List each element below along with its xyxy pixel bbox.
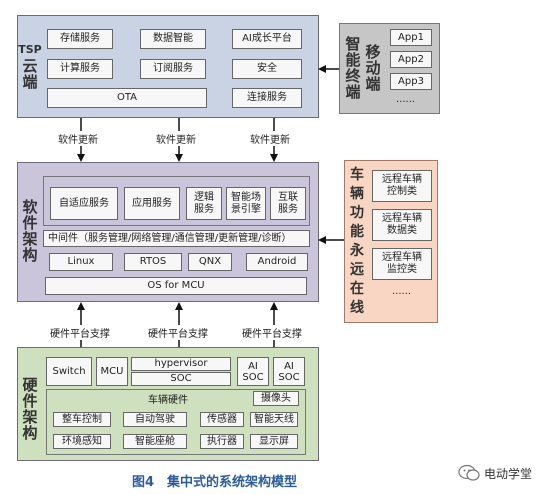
os-for-mcu: OS for MCU <box>45 277 307 295</box>
software-update-label-1: 软件更新 <box>58 131 98 146</box>
mobile-label-line: 端 <box>365 75 381 93</box>
hw-ai-soc-2: AI SOC <box>273 357 305 386</box>
terminal-app-2: App2 <box>390 51 432 68</box>
hardware-label-line: 件 <box>22 392 38 410</box>
hardware-support-label-1: 硬件平台支撑 <box>50 325 110 340</box>
hw-switch: Switch <box>46 357 92 386</box>
terminal-app-1: App1 <box>390 29 432 46</box>
software-services-frame <box>43 176 310 226</box>
hw-autonomous-driving: 自动驾驶 <box>123 412 187 427</box>
tsp-label-line: 云 <box>22 57 38 75</box>
service-scene-text: 智能场 景引擎 <box>231 191 261 215</box>
terminal-app-more: ...... <box>396 94 416 105</box>
vehicle-item-text: 远程车辆 数据类 <box>382 213 422 236</box>
hw-ai-soc-text: AI SOC <box>278 360 300 383</box>
tsp-label-line: 端 <box>22 73 38 91</box>
hardware-support-label-3: 硬件平台支撑 <box>242 325 302 340</box>
hw-mcu: MCU <box>96 357 128 386</box>
hw-actuator: 执行器 <box>200 434 244 449</box>
hw-camera: 摄像头 <box>253 391 299 406</box>
terminal-label-line: 终 <box>345 67 361 85</box>
tsp-box-security: 安全 <box>232 59 302 79</box>
mobile-label: 移 动 端 <box>364 42 382 94</box>
service-scene-engine: 智能场 景引擎 <box>226 187 266 220</box>
vehicle-hardware-frame <box>46 389 306 455</box>
os-qnx: QNX <box>188 253 232 271</box>
os-linux: Linux <box>49 253 113 271</box>
middleware-bar: 中间件（服务管理/网络管理/通信管理/更新管理/诊断） <box>43 230 310 247</box>
os-android: Android <box>246 253 308 271</box>
terminal-label: 智 能 终 端 <box>344 36 362 100</box>
vehicle-label-line: 永 <box>350 243 364 259</box>
mobile-label-line: 动 <box>365 59 381 77</box>
vehicle-label-line: 功 <box>350 205 364 221</box>
vehicle-label-line: 在 <box>350 281 364 297</box>
watermark-text: 电动学堂 <box>484 467 533 481</box>
tsp-box-ota: OTA <box>47 88 207 108</box>
os-rtos: RTOS <box>124 253 182 271</box>
terminal-app-3: App3 <box>390 73 432 90</box>
software-label-line: 架 <box>22 230 38 248</box>
hardware-label-line: 硬 <box>22 376 38 394</box>
vehicle-label-line: 能 <box>350 224 364 240</box>
software-label-line: 构 <box>22 246 38 264</box>
terminal-label-line: 能 <box>345 51 361 69</box>
vehicle-online-label: 车 辆 功 能 永 远 在 线 <box>347 164 367 320</box>
terminal-label-line: 端 <box>345 83 361 101</box>
hw-environment-perception: 环境感知 <box>53 434 111 449</box>
terminal-label-line: 智 <box>345 35 361 53</box>
wechat-logo-icon <box>458 464 480 482</box>
service-adaptive: 自适应服务 <box>50 187 118 220</box>
tsp-box-storage: 存储服务 <box>47 29 113 49</box>
service-logic-text: 逻辑 服务 <box>194 191 214 215</box>
vehicle-item-monitor: 远程车辆 监控类 <box>372 248 432 280</box>
hw-soc: SOC <box>131 372 231 386</box>
tsp-box-data-intelligence: 数据智能 <box>140 29 206 49</box>
hw-smart-cockpit: 智能座舱 <box>123 434 187 449</box>
tsp-label-line: TSP <box>18 43 42 56</box>
vehicle-item-text: 远程车辆 监控类 <box>382 252 422 275</box>
software-label-line: 软 <box>22 198 38 216</box>
hardware-label-line: 架 <box>22 408 38 426</box>
vehicle-label-line: 线 <box>350 300 364 316</box>
service-connect-text: 互联 服务 <box>278 191 298 215</box>
hardware-label-line: 构 <box>22 424 38 442</box>
tsp-box-connection: 连接服务 <box>232 88 302 108</box>
software-update-label-2: 软件更新 <box>156 131 196 146</box>
software-label: 软 件 架 构 <box>20 190 40 272</box>
mobile-label-line: 移 <box>365 43 381 61</box>
vehicle-label-line: 辆 <box>350 186 364 202</box>
vehicle-label-line: 车 <box>350 167 364 183</box>
vehicle-item-more: ...... <box>392 286 412 297</box>
hw-ai-soc-text: AI SOC <box>242 360 264 383</box>
hw-vehicle-control: 整车控制 <box>53 412 111 427</box>
hardware-label: 硬 件 架 构 <box>20 368 40 450</box>
tsp-box-compute: 计算服务 <box>47 59 113 79</box>
software-update-label-3: 软件更新 <box>250 131 290 146</box>
vehicle-hardware-title: 车辆硬件 <box>148 395 188 406</box>
vehicle-item-text: 远程车辆 控制类 <box>382 174 422 197</box>
hw-sensor: 传感器 <box>200 412 244 427</box>
service-logic: 逻辑 服务 <box>186 187 222 220</box>
hw-display: 显示屏 <box>250 434 298 449</box>
tsp-box-ai-platform: AI成长平台 <box>232 29 302 49</box>
service-application: 应用服务 <box>124 187 180 220</box>
tsp-cloud-label: TSP 云 端 <box>18 26 42 106</box>
vehicle-item-control: 远程车辆 控制类 <box>372 170 432 202</box>
hw-ai-soc-1: AI SOC <box>237 357 269 386</box>
vehicle-label-line: 远 <box>350 262 364 278</box>
hw-hypervisor: hypervisor <box>131 357 231 371</box>
tsp-box-subscription: 订阅服务 <box>140 59 206 79</box>
hw-smart-antenna: 智能天线 <box>250 412 298 427</box>
hardware-support-label-2: 硬件平台支撑 <box>148 325 208 340</box>
service-connect: 互联 服务 <box>270 187 306 220</box>
figure-caption: 图4 集中式的系统架构模型 <box>132 475 298 490</box>
vehicle-item-data: 远程车辆 数据类 <box>372 209 432 241</box>
software-label-line: 件 <box>22 214 38 232</box>
